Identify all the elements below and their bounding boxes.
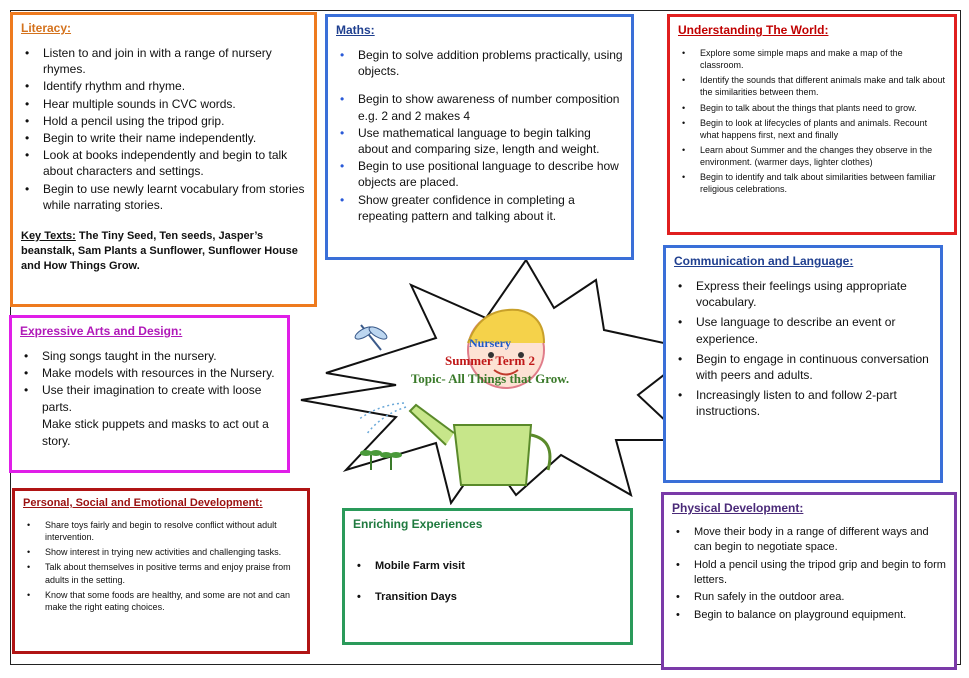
list-item: Begin to talk about the things that plan…	[678, 102, 946, 114]
psed-title: Personal, Social and Emotional Developme…	[23, 497, 263, 509]
list-item: Begin to look at lifecycles of plants an…	[678, 117, 946, 141]
literacy-list: Listen to and join in with a range of nu…	[21, 45, 306, 213]
list-item: Mobile Farm visit	[353, 559, 622, 574]
term-label: Summer Term 2	[444, 353, 536, 368]
list-item: Move their body in a range of different …	[672, 525, 946, 555]
seedling-icon	[360, 450, 402, 470]
list-item: Begin to engage in continuous conversati…	[674, 351, 932, 383]
list-item: Use their imagination to create with loo…	[20, 382, 279, 414]
list-item: Transition Days	[353, 590, 622, 605]
topic-heading: Nursery Summer Term 2 Topic- All Things …	[360, 336, 620, 387]
enriching-list: Mobile Farm visit Transition Days	[353, 559, 622, 605]
list-item: Begin to write their name independently.	[21, 130, 306, 146]
expressive-arts-section: Expressive Arts and Design: Sing songs t…	[9, 315, 290, 473]
list-item: Sing songs taught in the nursery.	[20, 348, 279, 364]
arts-title: Expressive Arts and Design:	[20, 324, 183, 338]
list-item: Listen to and join in with a range of nu…	[21, 45, 306, 77]
psed-section: Personal, Social and Emotional Developme…	[12, 488, 310, 654]
list-item: Make models with resources in the Nurser…	[20, 365, 279, 381]
world-title: Understanding The World:	[678, 23, 829, 37]
list-item: Use language to describe an event or exp…	[674, 314, 932, 346]
list-item: Begin to show awareness of number compos…	[336, 91, 623, 123]
list-item: Share toys fairly and begin to resolve c…	[23, 519, 299, 543]
arts-extra-text: Make stick puppets and masks to act out …	[42, 416, 269, 448]
key-texts-label: Key Texts:	[21, 229, 76, 242]
physical-title: Physical Development:	[672, 501, 804, 515]
list-item: Show greater confidence in completing a …	[336, 192, 623, 224]
maths-title: Maths:	[336, 23, 375, 37]
topic-label: Topic- All Things that Grow.	[410, 371, 570, 386]
child-face-icon	[467, 308, 545, 389]
list-item: Know that some foods are healthy, and so…	[23, 589, 299, 613]
literacy-title: Literacy:	[21, 21, 72, 35]
list-item: Run safely in the outdoor area.	[672, 590, 946, 605]
list-item: Begin to use newly learnt vocabulary fro…	[21, 181, 306, 213]
watering-can-icon	[357, 402, 552, 486]
list-item: Talk about themselves in positive terms …	[23, 561, 299, 585]
list-item: Hold a pencil using the tripod grip.	[21, 113, 306, 129]
list-item: Identify the sounds that different anima…	[678, 74, 946, 98]
list-item: Begin to solve addition problems practic…	[336, 47, 623, 79]
dragonfly-icon	[354, 324, 388, 351]
maths-list: Begin to solve addition problems practic…	[336, 47, 623, 224]
list-item: Express their feelings using appropriate…	[674, 278, 932, 310]
physical-development-section: Physical Development: Move their body in…	[661, 492, 957, 670]
maths-section: Maths: Begin to solve addition problems …	[325, 14, 634, 260]
list-item: Use mathematical language to begin talki…	[336, 125, 623, 157]
list-item: Begin to identify and talk about similar…	[678, 171, 946, 195]
list-item: Increasingly listen to and follow 2-part…	[674, 387, 932, 419]
list-item: Show interest in trying new activities a…	[23, 546, 299, 558]
list-item: Look at books independently and begin to…	[21, 147, 306, 179]
arts-list: Sing songs taught in the nursery. Make m…	[20, 348, 279, 415]
key-texts-list: The Tiny Seed, Ten seeds, Jasper’s beans…	[21, 229, 298, 272]
enriching-experiences-section: Enriching Experiences Mobile Farm visit …	[342, 508, 633, 645]
psed-list: Share toys fairly and begin to resolve c…	[23, 519, 299, 613]
list-item: Begin to use positional language to desc…	[336, 158, 623, 190]
list-item: Explore some simple maps and make a map …	[678, 47, 946, 71]
communication-list: Express their feelings using appropriate…	[674, 278, 932, 420]
communication-language-section: Communication and Language: Express thei…	[663, 245, 943, 483]
list-item: Hear multiple sounds in CVC words.	[21, 96, 306, 112]
nursery-label: Nursery	[469, 336, 511, 350]
list-item: Learn about Summer and the changes they …	[678, 144, 946, 168]
list-item: Hold a pencil using the tripod grip and …	[672, 558, 946, 588]
physical-list: Move their body in a range of different …	[672, 525, 946, 623]
enriching-title: Enriching Experiences	[353, 517, 483, 531]
starburst-illustration	[300, 258, 699, 505]
key-texts: Key Texts: The Tiny Seed, Ten seeds, Jas…	[21, 229, 306, 274]
literacy-section: Literacy: Listen to and join in with a r…	[10, 12, 317, 307]
list-item: Begin to balance on playground equipment…	[672, 608, 946, 623]
world-list: Explore some simple maps and make a map …	[678, 47, 946, 196]
understanding-the-world-section: Understanding The World: Explore some si…	[667, 14, 957, 235]
communication-title: Communication and Language:	[674, 254, 854, 268]
list-item: Identify rhythm and rhyme.	[21, 78, 306, 94]
